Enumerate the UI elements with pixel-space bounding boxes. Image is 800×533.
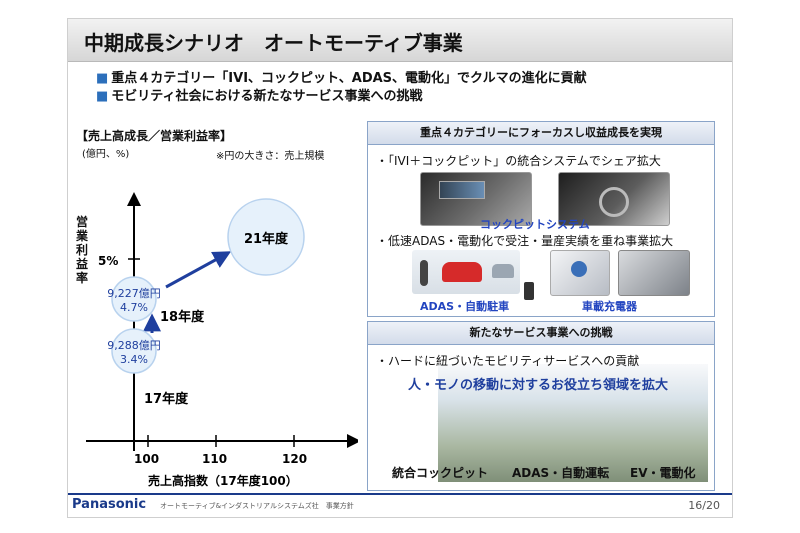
square-bullet-icon: ■ [96,89,109,104]
bubble-fy17 [111,328,157,374]
service-highlight: 人・モノの移動に対するお役立ち領域を拡大 [408,378,669,393]
x-tick-label: 100 [134,452,159,466]
y-axis-title: 営業利益率 [75,215,88,285]
steering-wheel-icon [599,187,629,217]
panel-header: 新たなサービス事業への挑戦 [368,322,714,345]
growth-chart: 5% 100 110 120 売上高指数（17年度100） 9,288億円 3.… [86,192,358,488]
x-tick-label: 110 [202,452,227,466]
phone-image [524,282,534,300]
bullet-list: ■重点４カテゴリー「IVI、コックピット、ADAS、電動化」でクルマの進化に貢献… [96,67,587,104]
fy21-label: 21年度 [244,231,289,247]
footer-note: オートモーティブ&インダストリアルシステムズ社 事業方針 [160,502,354,510]
fy18-margin-label: 4.7% [120,301,148,314]
charger-caption: 車載充電器 [582,300,637,313]
panasonic-logo-icon [571,261,587,277]
x-axis-title: 売上高指数（17年度100） [148,473,298,488]
fy17-margin-label: 3.4% [120,353,148,366]
bubble-fy21 [227,198,305,276]
chart-unit-label: (億円、%) [82,149,130,160]
panel-text: ・低速ADAS・電動化で受注・量産実績を重ね事業拡大 [376,234,674,248]
panel-text: ・「IVI＋コックピット」の統合システムでシェア拡大 [376,154,661,168]
charger-unit-image [618,250,690,296]
display-screen-icon [439,181,485,199]
footer: Panasonic オートモーティブ&インダストリアルシステムズ社 事業方針 1… [68,493,732,517]
adas-parking-image [412,250,520,294]
fy18-year-label: 18年度 [160,309,205,325]
slide: 中期成長シナリオ オートモーティブ事業 ■重点４カテゴリー「IVI、コックピット… [67,18,733,518]
page-title: 中期成長シナリオ オートモーティブ事業 [84,31,463,55]
page-number: 16/20 [688,499,720,512]
person-icon [420,260,428,286]
adas-caption: ADAS・自動駐車 [420,300,510,313]
focus-categories-panel: 重点４カテゴリーにフォーカスし収益成長を実現 ・「IVI＋コックピット」の統合シ… [367,121,715,317]
cockpit-image [420,172,532,226]
panel-text: ・ハードに紐づいたモビリティサービスへの貢献 [376,354,640,368]
fy18-sales-label: 9,227億円 [107,287,161,300]
fy17-sales-label: 9,288億円 [107,339,161,352]
cockpit-caption: コックピットシステム [480,218,590,231]
chart-section-label: 【売上高成長／営業利益率】 [76,129,233,143]
bubble-fy18 [111,276,157,322]
growth-arrow [165,251,232,289]
x-tick-label: 120 [282,452,307,466]
chart-note-label: ※円の大きさ：売上規模 [216,151,325,162]
new-service-panel: 新たなサービス事業への挑戦 ・ハードに紐づいたモビリティサービスへの貢献 人・モ… [367,321,715,491]
car-icon [492,264,514,278]
bullet-item: ■モビリティ社会における新たなサービス事業への挑戦 [96,89,423,104]
service-item-ev: EV・電動化 [630,466,696,480]
city-aerial-image [438,364,708,482]
fy17-year-label: 17年度 [144,391,189,407]
charger-image [550,250,610,296]
title-bar: 中期成長シナリオ オートモーティブ事業 [68,19,732,62]
square-bullet-icon: ■ [96,71,109,86]
bullet-item: ■重点４カテゴリー「IVI、コックピット、ADAS、電動化」でクルマの進化に貢献 [96,71,587,86]
cockpit-interior-image [558,172,670,226]
service-item-cockpit: 統合コックピット [392,466,489,480]
brand-logo: Panasonic [72,497,147,512]
service-item-adas: ADAS・自動運転 [512,466,610,480]
y-tick-label: 5% [98,254,118,268]
panel-header: 重点４カテゴリーにフォーカスし収益成長を実現 [368,122,714,145]
car-icon [442,262,482,282]
